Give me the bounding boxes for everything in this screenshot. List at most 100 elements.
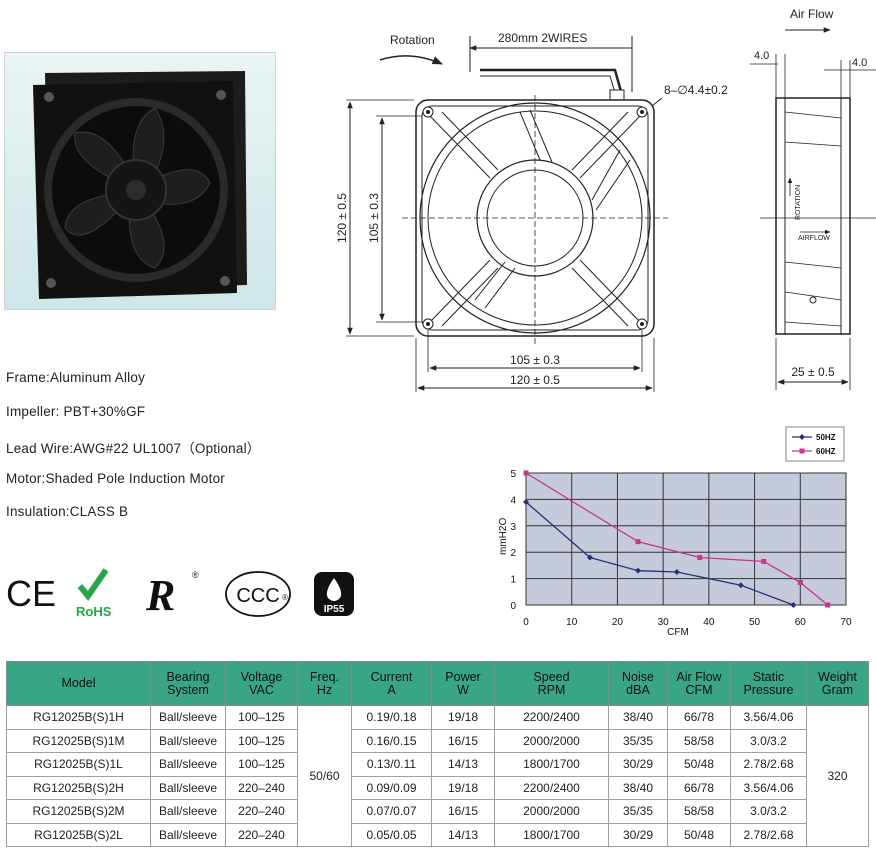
fan-photo-illustration (33, 71, 247, 299)
chart-point-60hz (797, 580, 803, 586)
cell-voltage: 220–240 (225, 799, 298, 824)
cell-static-pressure: 2.78/2.68 (730, 822, 807, 847)
cell-model: RG12025B(S)1L (6, 752, 151, 777)
chart-point-50hz (523, 499, 529, 506)
height-outer-dimension: 120 ± 0.5 (335, 193, 349, 243)
cell-bearing: Ball/sleeve (150, 705, 226, 730)
chart-series-line-50hz (525, 501, 794, 606)
side-rotation-text: ROTATION (795, 185, 802, 220)
airflow-label: Air Flow (790, 7, 834, 21)
col-header-voltage: Voltage VAC (225, 661, 298, 706)
cell-noise: 30/29 (608, 822, 668, 847)
cell-speed: 1800/1700 (494, 752, 609, 777)
cell-airflow: 66/78 (667, 775, 731, 800)
col-header-speed: Speed RPM (494, 661, 609, 706)
col-header-power: Power W (431, 661, 495, 706)
col-header-current: Current A (351, 661, 432, 706)
table-row: RG12025B(S)2M Ball/sleeve 220–240 0.07/0… (6, 799, 869, 824)
chart-y-tick-label: 3 (510, 522, 516, 533)
spec-lead-wire: Lead Wire:AWG#22 UL1007（Optional） (6, 441, 261, 456)
cell-bearing: Ball/sleeve (150, 775, 226, 800)
cell-current: 0.16/0.15 (351, 728, 432, 753)
chart-y-tick-label: 1 (510, 575, 516, 586)
col-header-model: Model (6, 661, 151, 706)
cell-bearing: Ball/sleeve (150, 822, 226, 847)
cell-current: 0.05/0.05 (351, 822, 432, 847)
cell-power: 16/15 (431, 728, 495, 753)
cell-airflow: 50/48 (667, 822, 731, 847)
cell-noise: 38/40 (608, 775, 668, 800)
cell-static-pressure: 3.0/3.2 (730, 799, 807, 824)
cell-airflow: 50/48 (667, 752, 731, 777)
col-header-weight: Weight Gram (806, 661, 869, 706)
cell-voltage: 100–125 (225, 752, 298, 777)
cell-airflow: 58/58 (667, 728, 731, 753)
cell-static-pressure: 2.78/2.68 (730, 752, 807, 777)
chart-x-tick-label: 20 (612, 617, 624, 628)
legend-label-50hz: 50HZ (816, 433, 836, 442)
cell-speed: 2200/2400 (494, 775, 609, 800)
cell-power: 14/13 (431, 752, 495, 777)
chart-legend-box (785, 426, 845, 462)
chart-point-50hz (587, 554, 593, 561)
cell-voltage: 220–240 (225, 775, 298, 800)
fan-product-photo (4, 52, 276, 310)
cell-noise: 30/29 (608, 752, 668, 777)
chart-series-line-60hz (525, 472, 829, 606)
chart-x-tick-label: 50 (749, 617, 761, 628)
chart-point-60hz (825, 602, 831, 608)
cell-weight: 320 (806, 705, 869, 847)
cell-model: RG12025B(S)1M (6, 728, 151, 753)
cell-power: 19/18 (431, 775, 495, 800)
chart-point-60hz (761, 558, 767, 564)
rotation-arrow-icon (379, 55, 443, 65)
cell-current: 0.07/0.07 (351, 799, 432, 824)
cell-static-pressure: 3.0/3.2 (730, 728, 807, 753)
depth-dimension: 25 ± 0.5 (791, 365, 835, 379)
chart-x-tick-label: 60 (795, 617, 807, 628)
cell-noise: 38/40 (608, 705, 668, 730)
cell-model: RG12025B(S)2H (6, 775, 151, 800)
fan-dimension-drawing: Rotation 280mm 2WIRES 8–∅4.4±0.2 120 ± 0… (335, 7, 876, 392)
chart-point-50hz (635, 567, 641, 574)
ccc-registered-symbol: ® (282, 593, 288, 602)
ur-registered-symbol: ® (192, 570, 199, 580)
cell-model: RG12025B(S)2L (6, 822, 151, 847)
wire-length-label: 280mm 2WIRES (498, 31, 587, 45)
col-header-noise: Noise dBA (608, 661, 668, 706)
ccc-mark-icon (225, 571, 291, 617)
chart-y-tick-label: 5 (510, 469, 516, 480)
cell-current: 0.19/0.18 (351, 705, 432, 730)
ccc-mark-text: CCC (236, 585, 279, 607)
side-airflow-text: AIRFLOW (798, 235, 830, 242)
rohs-mark-icon: RoHS (76, 604, 112, 619)
spec-list: Frame:Aluminum Alloy Impeller: PBT+30%GF… (6, 370, 326, 538)
legend-marker-60hz (799, 448, 805, 454)
cell-current: 0.09/0.09 (351, 775, 432, 800)
table-header-row: Model Bearing System Voltage VAC Freq. H… (6, 661, 869, 706)
table-row: RG12025B(S)2L Ball/sleeve 220–240 0.05/0… (6, 822, 869, 847)
cell-model: RG12025B(S)2M (6, 799, 151, 824)
cell-bearing: Ball/sleeve (150, 728, 226, 753)
spec-impeller: Impeller: PBT+30%GF (6, 403, 146, 419)
width-inner-dimension: 105 ± 0.3 (510, 353, 560, 367)
col-header-bearing: Bearing System (150, 661, 226, 706)
cell-bearing: Ball/sleeve (150, 799, 226, 824)
table-row: RG12025B(S)1M Ball/sleeve 100–125 0.16/0… (6, 728, 869, 753)
cell-power: 14/13 (431, 822, 495, 847)
chart-series (523, 470, 831, 608)
cell-noise: 35/35 (608, 799, 668, 824)
cell-speed: 1800/1700 (494, 822, 609, 847)
chart-point-50hz (790, 602, 797, 608)
chart-x-tick-label: 70 (840, 617, 852, 628)
certification-logos: CE RoHS R ® CCC ® IP55 (6, 568, 354, 620)
chart-x-tick-label: 30 (658, 617, 670, 628)
rohs-check-icon (77, 568, 109, 602)
ip55-mark-text: IP55 (324, 604, 345, 615)
chart-y-axis-label: mmH2O (498, 518, 509, 555)
cell-speed: 2000/2000 (494, 728, 609, 753)
cell-airflow: 66/78 (667, 705, 731, 730)
cell-power: 16/15 (431, 799, 495, 824)
